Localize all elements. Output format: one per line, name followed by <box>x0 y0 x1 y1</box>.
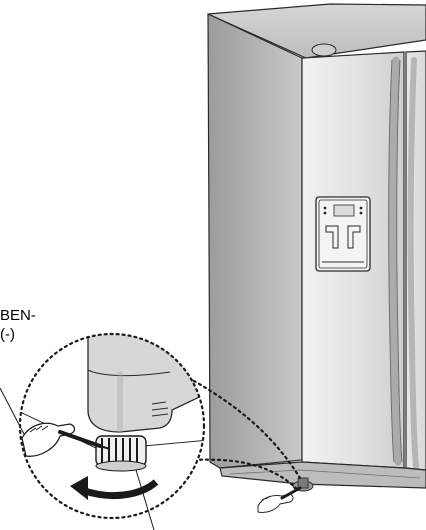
fridge-left-side <box>208 14 302 468</box>
water-dispenser-icon <box>316 197 370 271</box>
callout-label-line2: (-) <box>0 326 15 343</box>
leveling-foot <box>96 436 146 471</box>
hinge-cap <box>312 44 336 56</box>
magnified-detail <box>20 330 210 518</box>
hand-icon <box>258 494 293 513</box>
leader-line-left <box>0 388 24 434</box>
callout-label-line1: BEN- <box>0 307 36 324</box>
